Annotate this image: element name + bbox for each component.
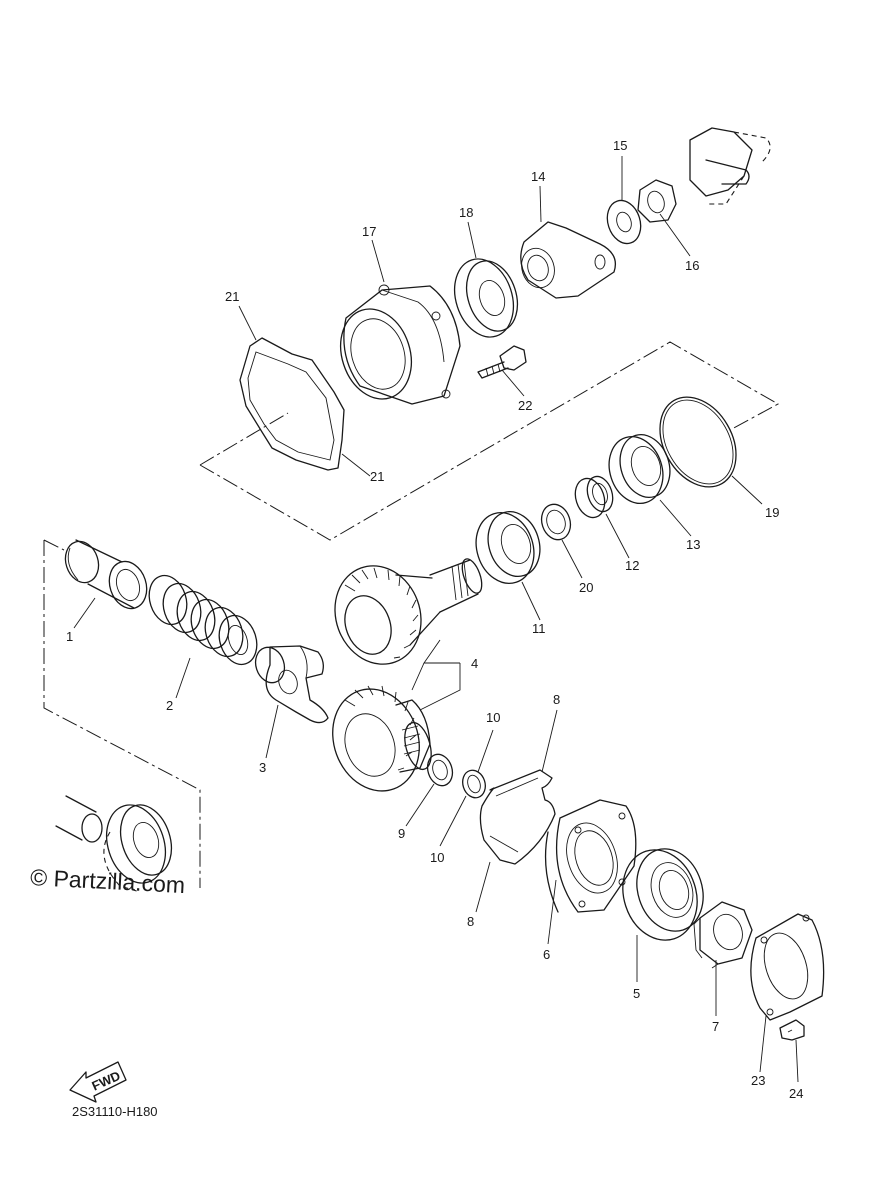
part-24-bolt[interactable]	[779, 1019, 805, 1041]
part-18-oil-seal[interactable]	[445, 251, 526, 344]
callout-10-upper: 10	[486, 710, 500, 725]
callout-17: 17	[362, 224, 376, 239]
callout-13: 13	[686, 537, 700, 552]
part-11-bearing[interactable]	[467, 505, 548, 591]
part-1-collar[interactable]	[60, 537, 152, 613]
part-10-snap-ring[interactable]	[459, 767, 489, 800]
part-6-housing-cover[interactable]	[544, 799, 637, 913]
part-5-bearing[interactable]	[612, 840, 714, 950]
callout-16: 16	[685, 258, 699, 273]
part-15-washer[interactable]	[602, 196, 646, 248]
callout-6: 6	[543, 947, 550, 962]
callout-2: 2	[166, 698, 173, 713]
callout-10-lower: 10	[430, 850, 444, 865]
callout-20: 20	[579, 580, 593, 595]
callout-3: 3	[259, 760, 266, 775]
callout-12: 12	[625, 558, 639, 573]
part-9-washer[interactable]	[424, 751, 457, 789]
callout-23: 23	[751, 1073, 765, 1088]
leader-lines	[73, 156, 799, 1083]
part-4-bevel-gear-set[interactable]	[319, 554, 486, 804]
part-14-drive-flange[interactable]	[517, 221, 617, 299]
callout-14: 14	[531, 169, 545, 184]
callout-11: 11	[532, 621, 546, 636]
callout-4: 4	[471, 656, 478, 671]
part-7-nut[interactable]	[693, 901, 753, 969]
callout-15: 15	[613, 138, 627, 153]
part-16-flange-nut[interactable]	[637, 179, 677, 223]
callout-22: 22	[518, 398, 532, 413]
callout-24: 24	[789, 1086, 803, 1101]
part-21-gasket[interactable]	[239, 337, 345, 471]
callout-7: 7	[712, 1019, 719, 1034]
callout-21-lower: 21	[370, 469, 384, 484]
part-8-circlip[interactable]	[479, 769, 556, 865]
part-20-shim[interactable]	[537, 501, 575, 544]
assembly-group-lines	[43, 341, 780, 888]
part-12-collar[interactable]	[571, 473, 617, 521]
part-23-gasket[interactable]	[750, 913, 825, 1021]
callout-19: 19	[765, 505, 779, 520]
callout-8-lower: 8	[467, 914, 474, 929]
callout-5: 5	[633, 986, 640, 1001]
callout-18: 18	[459, 205, 473, 220]
callout-labels: 1 2 3 4 5 6 7 8 8 9 10 10 11 12 13 14 15…	[66, 138, 803, 1101]
part-19-o-ring[interactable]	[645, 383, 752, 500]
callout-8-upper: 8	[553, 692, 560, 707]
part-2-spring[interactable]	[143, 571, 263, 670]
callout-21-upper: 21	[225, 289, 239, 304]
callout-1: 1	[66, 629, 73, 644]
part-22-bolt[interactable]	[477, 345, 527, 379]
callout-9: 9	[398, 826, 405, 841]
reference-shaft-and-bearing	[55, 795, 173, 893]
universal-joint-reference	[689, 127, 771, 205]
diagram-code: 2S31110-H180	[72, 1104, 158, 1119]
part-17-gear-case[interactable]	[329, 284, 461, 408]
part-3-yoke-coupling[interactable]	[251, 644, 329, 724]
fwd-arrow-icon: FWD	[69, 1061, 127, 1103]
